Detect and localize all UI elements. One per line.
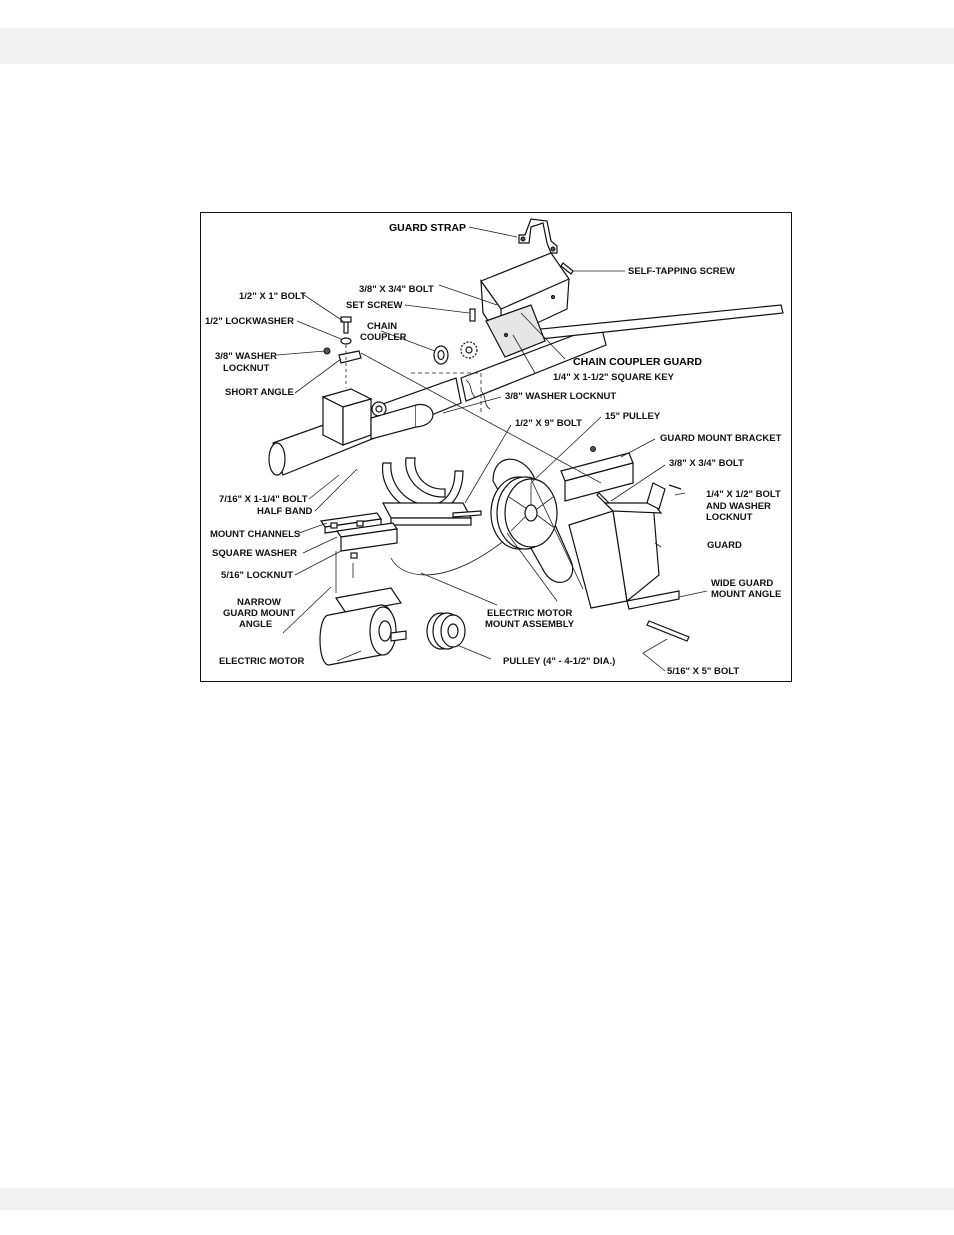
label-bolt-1-2x1: 1/2" X 1" BOLT xyxy=(239,291,306,302)
large-pulley-part xyxy=(490,458,584,602)
label-motor-mount-1: ELECTRIC MOTOR xyxy=(487,608,572,619)
label-square-washer: SQUARE WASHER xyxy=(212,548,297,559)
label-bolt-1-4-2: AND WASHER xyxy=(706,501,771,512)
top-left-hardware xyxy=(323,316,362,388)
label-bolt-1-4-3: LOCKNUT xyxy=(706,512,753,523)
label-chain-coupler-guard: CHAIN COUPLER GUARD xyxy=(573,356,702,368)
label-locknut-5-16: 5/16" LOCKNUT xyxy=(221,570,293,581)
label-bolt-3-8-right: 3/8" X 3/4" BOLT xyxy=(669,458,744,469)
label-set-screw: SET SCREW xyxy=(346,300,403,311)
label-narrow-guard-2: GUARD MOUNT xyxy=(223,608,295,619)
label-bolt-3-8-top: 3/8" X 3/4" BOLT xyxy=(359,284,434,295)
page-header-band xyxy=(0,28,954,64)
label-bolt-5-16x5: 5/16" X 5" BOLT xyxy=(667,666,739,677)
label-electric-motor: ELECTRIC MOTOR xyxy=(219,656,304,667)
guard-part xyxy=(568,482,682,610)
label-guard-mount-bracket: GUARD MOUNT BRACKET xyxy=(660,433,782,444)
label-wide-guard-1: WIDE GUARD xyxy=(711,578,773,589)
mount-channels-part xyxy=(319,512,399,593)
label-washer-locknut-left-2: LOCKNUT xyxy=(223,363,270,374)
label-square-key: 1/4" X 1-1/2" SQUARE KEY xyxy=(553,372,675,383)
label-guard: GUARD xyxy=(707,540,742,551)
half-band-part xyxy=(381,457,472,526)
label-chain-coupler-1: CHAIN xyxy=(367,321,397,332)
label-mount-channels: MOUNT CHANNELS xyxy=(210,529,300,540)
chain-coupler-part xyxy=(433,341,478,365)
label-narrow-guard-3: ANGLE xyxy=(239,619,272,630)
leader-lines xyxy=(276,226,708,672)
label-pulley-15: 15" PULLEY xyxy=(605,411,661,422)
label-washer-locknut-mid: 3/8" WASHER LOCKNUT xyxy=(505,391,616,402)
self-tapping-screw-part xyxy=(560,262,574,275)
label-chain-coupler-2: COUPLER xyxy=(360,332,407,343)
exploded-assembly-diagram: GUARD STRAP SELF-TAPPING SCREW 3/8" X 3/… xyxy=(205,218,784,677)
guard-mount-bracket-part xyxy=(560,446,634,508)
label-self-tapping-screw: SELF-TAPPING SCREW xyxy=(628,266,735,277)
label-pulley-small: PULLEY (4" - 4-1/2" DIA.) xyxy=(503,656,615,667)
diagram-frame: GUARD STRAP SELF-TAPPING SCREW 3/8" X 3/… xyxy=(200,212,792,682)
label-short-angle: SHORT ANGLE xyxy=(225,387,294,398)
bottom-bolt-part xyxy=(646,620,690,642)
guard-strap-part xyxy=(518,218,558,254)
page-footer-band xyxy=(0,1188,954,1210)
set-screw-part xyxy=(469,308,476,322)
label-washer-locknut-left-1: 3/8" WASHER xyxy=(215,351,277,362)
label-half-band: HALF BAND xyxy=(257,506,313,517)
electric-motor-part xyxy=(319,587,407,666)
label-lockwasher: 1/2" LOCKWASHER xyxy=(205,316,294,327)
label-wide-guard-2: MOUNT ANGLE xyxy=(711,589,781,600)
chain-coupler-guard-part xyxy=(480,252,570,358)
label-bolt-1-4-1: 1/4" X 1/2" BOLT xyxy=(706,489,781,500)
label-bolt-1-2x9: 1/2" X 9" BOLT xyxy=(515,418,582,429)
gearbox-part xyxy=(321,388,434,446)
label-narrow-guard-1: NARROW xyxy=(237,597,281,608)
long-bolt-part xyxy=(452,510,482,518)
label-guard-strap: GUARD STRAP xyxy=(389,222,466,234)
label-bolt-7-16: 7/16" X 1-1/4" BOLT xyxy=(219,494,308,505)
small-pulley-part xyxy=(426,612,466,650)
label-motor-mount-2: MOUNT ASSEMBLY xyxy=(485,619,575,630)
